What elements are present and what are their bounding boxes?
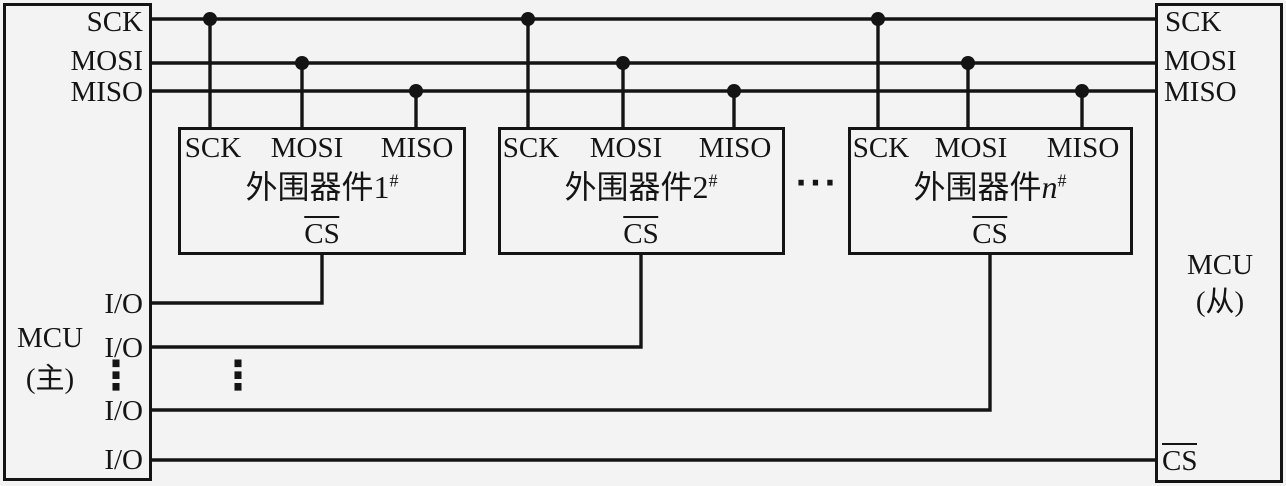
peripheral-1-box [178,127,466,255]
slave-pin-cs: CS [1162,443,1198,477]
peripheral-1-name-superscript: # [389,170,399,191]
peripheral-1-name: 外围器件1# [245,169,399,205]
master-pin-ellipsis: ⋮ [96,353,136,399]
junction-dot [727,84,741,98]
peripheral-2-pin-cs: CS [623,216,659,250]
junction-dot [409,84,423,98]
peripheral-2-name: 外围器件2# [564,169,718,205]
peripheral-n-pin-miso: MISO [1046,132,1120,164]
io1-to-p1-cs [150,253,324,305]
peripheral-1-pin-sck: SCK [184,132,242,164]
peripheral-n-pin-mosi: MOSI [934,132,1008,164]
peripheral-n-pin-cs: CS [972,216,1008,250]
master-mcu-subtitle: (主) [25,363,75,395]
io3-to-pn-cs [150,253,992,412]
io-lines-ellipsis: ⋮ [218,353,258,399]
slave-mcu-box [1155,3,1283,483]
junction-dot [521,12,535,26]
peripheral-1-pin-miso: MISO [380,132,454,164]
master-pin-io2: I/O [104,332,143,364]
junction-dot [871,12,885,26]
master-pin-miso: MISO [70,76,143,108]
peripheral-1-pin-cs: CS [304,216,340,250]
slave-mcu-title: MCU [1186,249,1254,281]
junction-dot [616,56,630,70]
slave-pin-mosi: MOSI [1164,45,1237,77]
peripherals-ellipsis: ··· [795,166,839,201]
peripheral-2-name-superscript: # [708,170,718,191]
master-pin-io4: I/O [104,444,143,476]
peripheral-1-pin-mosi: MOSI [270,132,344,164]
master-pin-io1: I/O [104,288,143,320]
junction-dot [295,56,309,70]
slave-pin-miso: MISO [1164,76,1237,108]
master-pin-sck: SCK [86,6,143,38]
slave-mcu-subtitle: (从) [1195,286,1245,318]
master-pin-mosi: MOSI [70,45,143,77]
peripheral-2-pin-mosi: MOSI [589,132,663,164]
peripheral-n-pin-sck: SCK [852,132,910,164]
peripheral-n-box [848,127,1133,255]
peripheral-2-pin-miso: MISO [698,132,772,164]
junction-dot [203,12,217,26]
peripheral-n-name: 外围器件n# [913,169,1067,205]
master-pin-io3: I/O [104,395,143,427]
master-mcu-title: MCU [16,322,84,354]
peripheral-2-pin-sck: SCK [502,132,560,164]
slave-pin-sck: SCK [1165,6,1222,38]
master-mcu-box [3,3,152,481]
junction-dot [1075,84,1089,98]
io2-to-p2-cs [150,253,643,349]
peripheral-2-box [498,127,785,255]
peripheral-n-name-superscript: # [1057,170,1067,191]
junction-dot [961,56,975,70]
